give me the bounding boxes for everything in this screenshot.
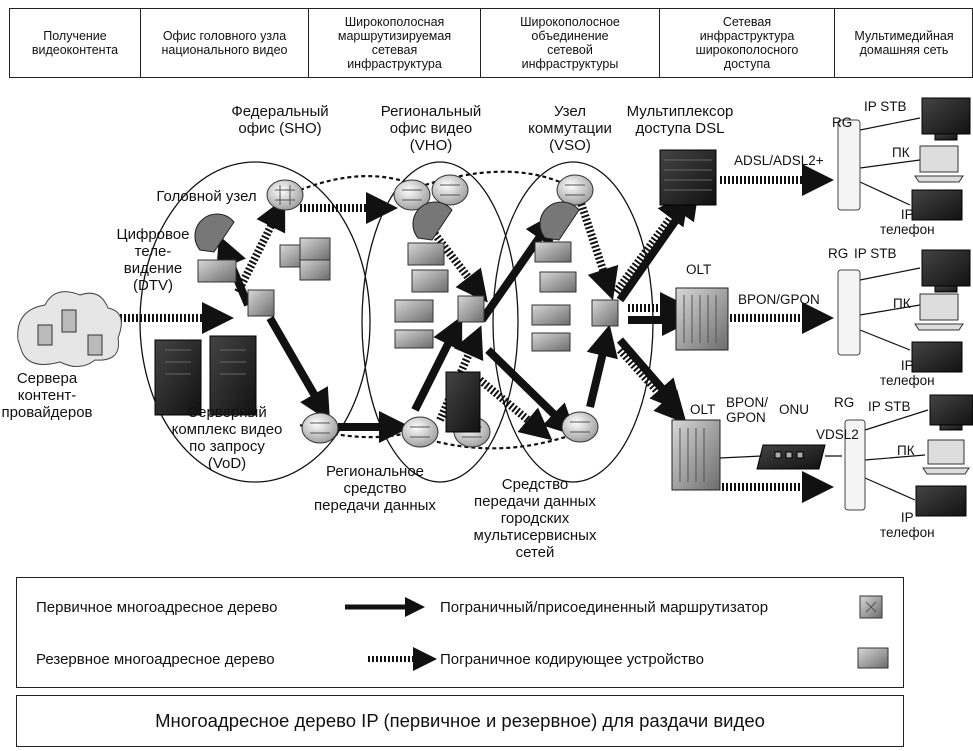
header-national-headend: Офис головного узла национального видео — [161, 29, 288, 57]
label-adsl: ADSL/ADSL2+ — [734, 153, 824, 168]
legend-primary-label: Первичное многоадресное дерево — [36, 599, 278, 616]
header-access-infrastructure: Сетевая инфраструктура широкополосного д… — [695, 15, 799, 71]
label-content-providers: Сервера контент- провайдеров — [1, 370, 93, 421]
edge-switches — [247, 289, 619, 327]
router-metro — [561, 411, 599, 443]
access-lines — [719, 117, 929, 501]
label-dslam: Мультиплексор доступа DSL — [626, 103, 734, 137]
label-rg-1: RG — [832, 115, 853, 130]
label-onu: ONU — [779, 402, 809, 417]
label-pc-1: ПК — [892, 145, 910, 160]
header-content-acquisition: Получение видеоконтента — [31, 29, 119, 57]
label-vho: Региональный офис видео (VHO) — [380, 103, 482, 154]
label-pc-3: ПК — [897, 443, 915, 458]
router-sho-2 — [393, 179, 431, 211]
header-divider — [834, 8, 835, 78]
olt-devices — [671, 287, 729, 491]
label-regional-transport: Региональное средство передачи данных — [314, 463, 436, 514]
legend — [16, 577, 904, 688]
figure-caption: Многоадресное дерево IP (первичное и рез… — [16, 695, 904, 747]
residential-gateways — [837, 119, 866, 511]
header-divider — [308, 8, 309, 78]
label-rg-3: RG — [834, 395, 855, 410]
router-regional-2 — [401, 416, 439, 448]
label-olt-1: OLT — [686, 262, 712, 277]
label-vso: Узел коммутации (VSO) — [528, 103, 612, 154]
label-bpon-gpon-2: BPON/ GPON — [726, 395, 769, 425]
vod-servers — [154, 335, 481, 433]
label-olt-2: OLT — [690, 402, 716, 417]
label-ip-stb-3: IP STB — [868, 399, 911, 414]
legend-encoder-label: Пограничное кодирующее устройство — [440, 651, 704, 668]
label-vdsl2: VDSL2 — [816, 427, 859, 442]
header-aggregation-infrastructure: Широкополосное объединение сетевой инфра… — [520, 15, 620, 71]
label-ip-phone-1: IP телефон — [880, 207, 935, 237]
label-metro-transport: Средство передачи данных городских мульт… — [473, 476, 597, 561]
legend-router-label: Пограничный/присоединенный маршрутизатор — [440, 599, 769, 616]
legend-encoder-icon — [857, 647, 889, 669]
header-divider — [140, 8, 141, 78]
ip-stb-monitors — [921, 97, 973, 431]
label-ip-stb-1: IP STB — [864, 99, 907, 114]
onu-device — [756, 444, 826, 470]
label-ip-phone-3: IP телефон — [880, 510, 935, 540]
label-bpon-gpon-1: BPON/GPON — [738, 292, 820, 307]
label-ip-stb-2: IP STB — [854, 246, 897, 261]
router-headend — [266, 179, 304, 211]
label-pc-2: ПК — [893, 296, 911, 311]
header-divider — [480, 8, 481, 78]
switch-vso — [591, 299, 619, 327]
legend-router-icon — [859, 595, 883, 619]
satellite-dishes — [194, 201, 580, 253]
encoders — [197, 237, 577, 352]
switch-headend — [247, 289, 275, 317]
label-vod: Серверный комплекс видео по запросу (VoD… — [171, 404, 283, 472]
label-sho: Федеральный офис (SHO) — [231, 103, 329, 137]
label-rg-2: RG — [828, 246, 849, 261]
vho-ring — [361, 161, 519, 483]
label-dtv: Цифровое теле- видение (DTV) — [116, 226, 190, 294]
pcs — [914, 145, 970, 475]
label-headend: Головной узел — [156, 188, 257, 205]
header-routed-infrastructure: Широкополосная маршрутизируемая сетевая … — [337, 15, 452, 71]
legend-backup-label: Резервное многоадресное дерево — [36, 651, 275, 668]
router-regional-1 — [301, 412, 339, 444]
header-home-network: Мультимедийная домашняя сеть — [854, 29, 954, 57]
switch-vho — [457, 295, 485, 323]
router-vho — [431, 174, 469, 206]
header-divider — [659, 8, 660, 78]
label-ip-phone-2: IP телефон — [880, 358, 935, 388]
ip-phones — [911, 189, 967, 517]
backup-tree-arrows — [60, 164, 834, 503]
content-provider-cloud — [17, 291, 122, 367]
router-vso — [556, 174, 594, 206]
dslam — [659, 149, 717, 206]
